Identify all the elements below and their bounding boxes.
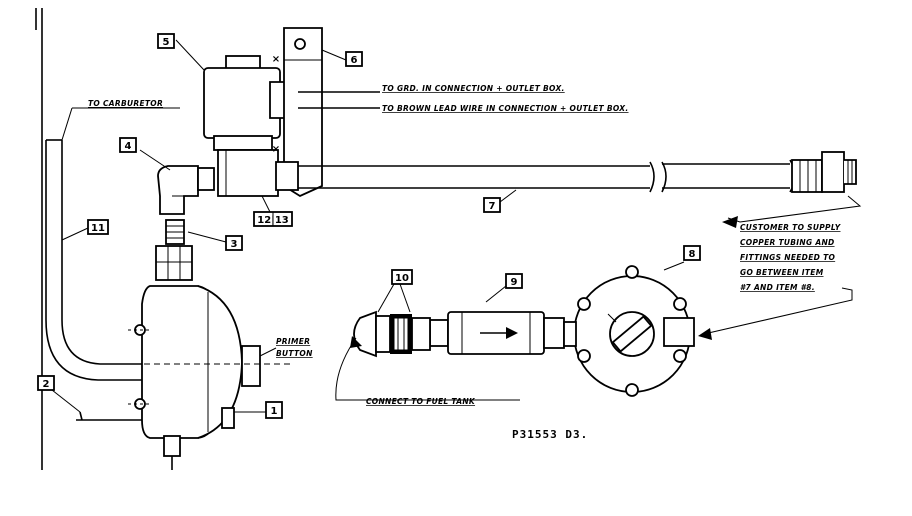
to-carburetor-label: TO CARBURETOR: [88, 99, 163, 108]
tank-fitting: [573, 265, 695, 397]
callout-9-box: [505, 273, 523, 289]
fuel-filter: [429, 311, 577, 355]
callout-8: 8: [689, 249, 696, 260]
callout-1: 1: [271, 406, 278, 417]
callout-5: 5: [163, 37, 170, 48]
callout-1-box: [265, 401, 283, 419]
customer-note-line3: FITTINGS NEEDED TO: [740, 253, 835, 262]
callout-6-box: [345, 51, 363, 67]
callout-11: 11: [91, 223, 105, 234]
callout-2-box: [37, 375, 55, 391]
callout-8-box: [683, 245, 701, 261]
callout-6: 6: [351, 55, 358, 66]
callout-3-box: [225, 235, 243, 251]
callout-7: 7: [489, 201, 496, 212]
solenoid-valve: × ×: [203, 27, 380, 198]
customer-note-line4: GO BETWEEN ITEM: [740, 268, 824, 277]
connect-fuel-tank-label: CONNECT TO FUEL TANK: [366, 397, 476, 406]
callout-10-box: [391, 269, 413, 285]
customer-note-line1: CUSTOMER TO SUPPLY: [740, 223, 842, 232]
callout-7-box: [483, 197, 501, 213]
svg-text:×: ×: [272, 144, 280, 155]
customer-note-line2: COPPER TUBING AND: [740, 238, 835, 247]
svg-text:×: ×: [272, 54, 280, 65]
callout-12-13: 12|13: [257, 215, 289, 226]
drawing-number: P31553 D3.: [512, 428, 588, 441]
callout-10: 10: [395, 273, 409, 284]
callout-3: 3: [231, 239, 238, 250]
quick-disconnect: [353, 310, 431, 358]
callout-9: 9: [511, 277, 518, 288]
fuel-line: [275, 151, 857, 193]
carburetor-hose: [45, 107, 180, 381]
callout-11-box: [87, 219, 109, 235]
to-brown-label: TO BROWN LEAD WIRE IN CONNECTION + OUTLE…: [382, 104, 629, 113]
primer-label-line1: PRIMER: [276, 337, 310, 346]
callout-5-box: [157, 33, 175, 49]
callout-2: 2: [43, 379, 50, 390]
fitting-part-3: [165, 219, 185, 245]
callout-4-box: [119, 137, 137, 153]
fuel-pump: [114, 245, 290, 470]
elbow-part-4: [157, 165, 215, 215]
callout-4: 4: [125, 141, 132, 152]
to-grd-label: TO GRD. IN CONNECTION + OUTLET BOX.: [382, 84, 565, 93]
customer-note-line5: #7 AND ITEM #8.: [740, 283, 815, 292]
primer-label-line2: BUTTON: [276, 349, 313, 358]
